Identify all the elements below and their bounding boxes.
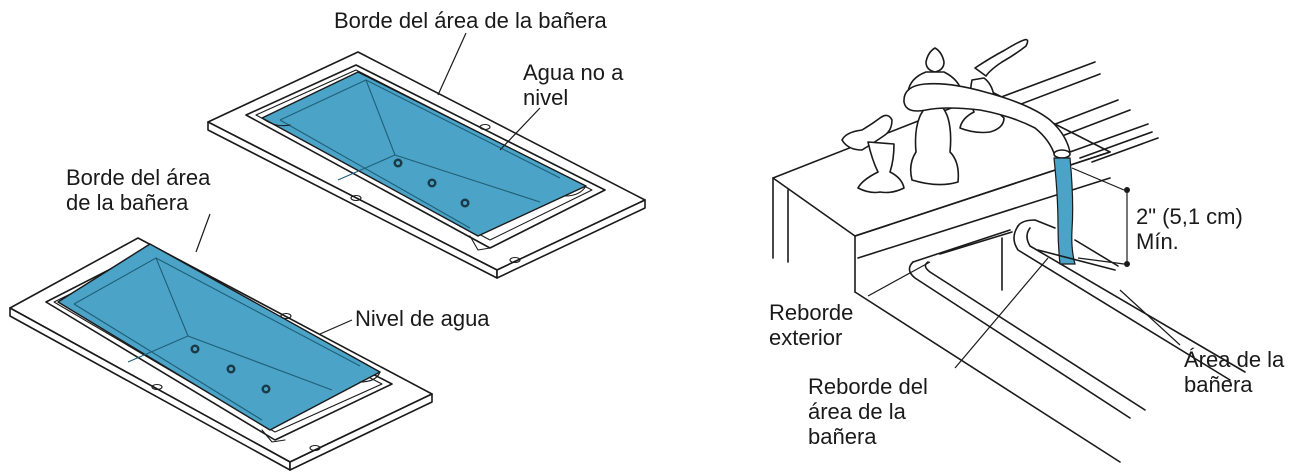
outer-rim-label: Reborde exterior xyxy=(769,300,854,350)
jet-icon xyxy=(393,158,403,168)
deck-area-label: Área de la bañera xyxy=(1184,347,1285,397)
tub1-rim-label: Borde del área de la bañera xyxy=(334,8,607,33)
deck-detail xyxy=(772,38,1246,463)
tub1-water-label: Agua no a nivel xyxy=(523,60,624,110)
jet-icon xyxy=(427,178,437,188)
spout-icon xyxy=(903,82,1071,159)
deck-rim-label: Reborde del área de la bañera xyxy=(808,374,928,449)
jet-icon xyxy=(190,344,200,354)
leader-lines xyxy=(195,32,1181,369)
tub2-rim-label: Borde del área de la bañera xyxy=(66,165,211,215)
tub-level xyxy=(9,237,433,471)
jet-icon xyxy=(226,364,236,374)
clearance-label: 2" (5,1 cm) Mín. xyxy=(1136,204,1243,254)
spout-column-icon xyxy=(907,47,963,186)
tub2-water-label: Nivel de agua xyxy=(355,306,490,331)
tub-not-level xyxy=(207,51,646,279)
water-stream xyxy=(1053,157,1076,265)
jet-icon xyxy=(460,198,470,208)
jet-icon xyxy=(261,384,271,394)
left-handle-icon xyxy=(841,114,905,194)
clearance-dimension xyxy=(1071,167,1130,267)
